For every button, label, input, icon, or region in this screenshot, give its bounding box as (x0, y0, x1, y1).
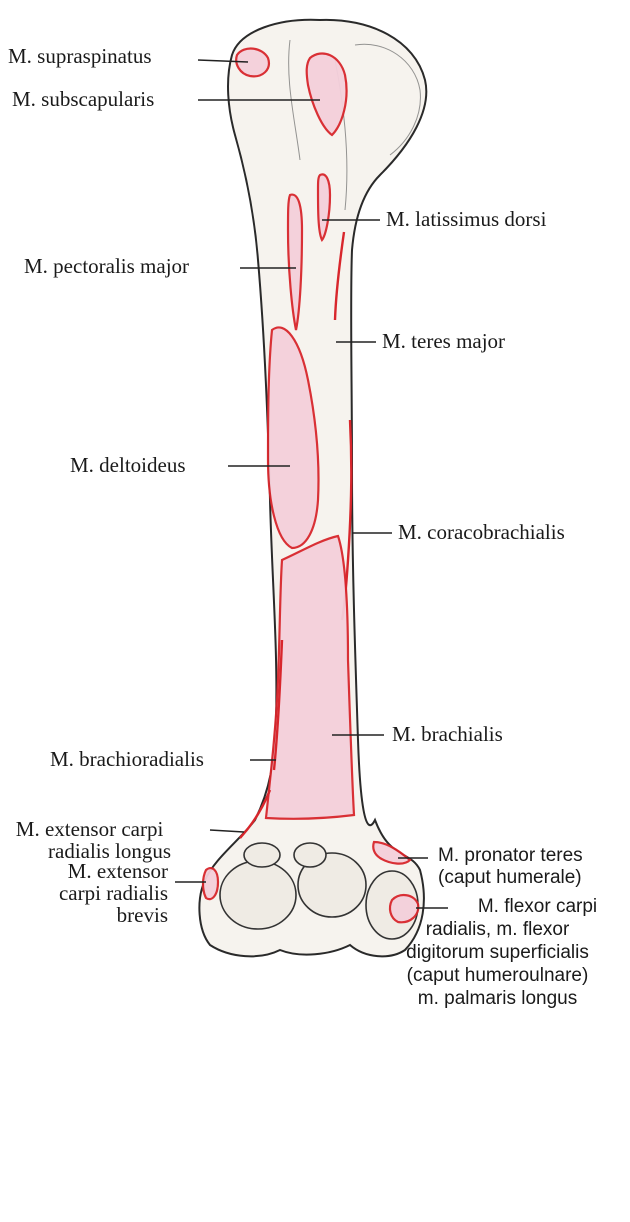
label-line: M. flexor carpi (450, 895, 625, 918)
label-line: M. extensor (28, 860, 168, 882)
coronoid-fossa (294, 843, 326, 867)
label-line: radialis, m. flexor (370, 918, 625, 941)
label-line: digitorum superficialis (370, 941, 625, 964)
label-teres-major: M. teres major (382, 330, 505, 352)
leader-ext-carpi-longus (210, 830, 244, 832)
label-line: brevis (28, 904, 168, 926)
label-line: m. palmaris longus (370, 987, 625, 1010)
label-pronator-teres: M. pronator teres (caput humerale) (438, 845, 583, 889)
label-subscapularis: M. subscapularis (12, 88, 154, 110)
label-ext-carpi-rad-brevis: M. extensor carpi radialis brevis (28, 860, 168, 926)
capitulum (220, 861, 296, 929)
label-coracobrachialis: M. coracobrachialis (398, 521, 565, 543)
label-latissimus-dorsi: M. latissimus dorsi (386, 208, 546, 230)
label-supraspinatus: M. supraspinatus (8, 45, 152, 67)
radial-fossa (244, 843, 280, 867)
label-line: carpi radialis (28, 882, 168, 904)
label-flexor-group: M. flexor carpi radialis, m. flexor digi… (370, 895, 625, 1010)
label-brachioradialis: M. brachioradialis (50, 748, 204, 770)
label-deltoideus: M. deltoideus (70, 454, 186, 476)
label-ext-carpi-rad-longus: M. extensor carpi radialis longus (8, 818, 171, 862)
label-line: (caput humerale) (438, 867, 583, 889)
label-brachialis: M. brachialis (392, 723, 503, 745)
label-pectoralis-major: M. pectoralis major (24, 255, 189, 277)
label-line: M. extensor carpi (8, 818, 171, 840)
label-line: M. pronator teres (438, 845, 583, 867)
ext-carpi-rad-brevis-attachment (203, 868, 218, 899)
label-line: (caput humeroulnare) (370, 964, 625, 987)
